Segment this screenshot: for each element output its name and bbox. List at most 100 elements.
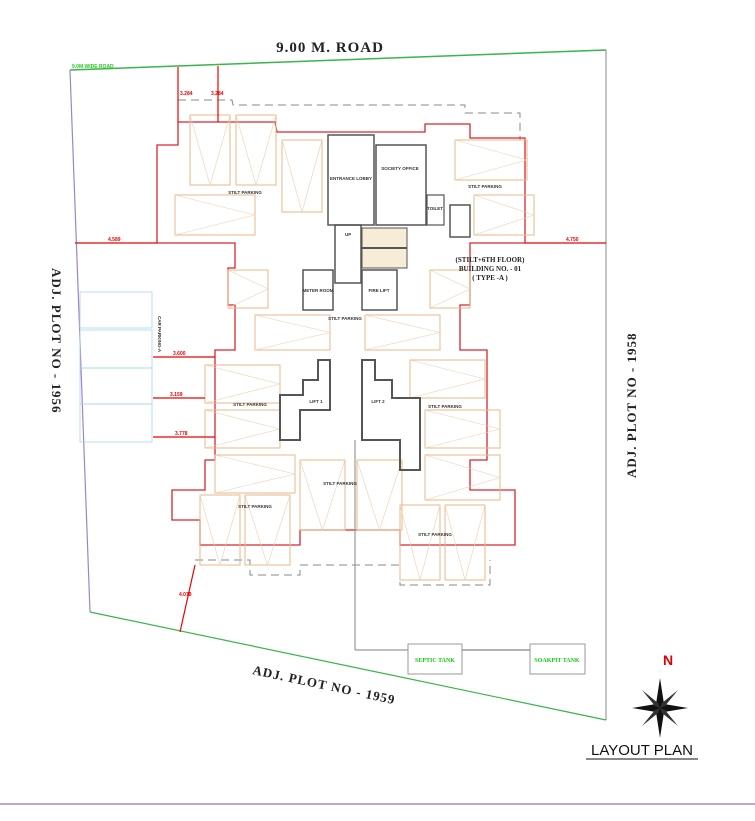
dim-side-1: 3.600 [173,351,186,357]
store [449,204,471,238]
car-bay [424,409,501,449]
car-bay-marking [204,409,281,449]
car-bay-marking [281,139,323,214]
car-bay [364,314,441,351]
car-bay [204,409,281,449]
car-bay-marking [174,194,256,236]
car-bay [281,139,323,213]
stilt-parking-label: STILT PARKING [328,316,362,321]
car-bay [199,494,241,566]
stilt-parking-label: STILT PARKING [418,532,452,537]
building-label-line1: (STILT+6TH FLOOR) [456,256,526,264]
stilt-parking-label: STILT PARKING [238,504,272,509]
car-bay-marking [254,314,331,351]
car-bay-marking [199,494,241,567]
toilet-label: TOILET [427,206,443,211]
society-office-label: SOCIETY OFFICE [381,166,418,171]
car-bay-marking [356,459,403,531]
car-parking-label: CAR PARKING-A [157,316,162,353]
dim-right: 4.750 [566,237,579,243]
car-bay-marking [299,459,346,531]
dim-top-b: 3.284 [211,91,224,97]
fire-lift [361,269,398,311]
car-bay [254,314,331,351]
meter-room-label: METER ROOM [303,288,334,293]
building-label-line2: BUILDING NO. - 01 [459,265,522,273]
plot-boundary-bottom [89,611,607,721]
stilt-parking-label: STILT PARKING [468,184,502,189]
car-bay [409,359,486,399]
car-bay [299,459,346,531]
soakpit-tank-label: SOAKPIT TANK [534,658,580,664]
car-bay-marking [473,194,535,236]
car-bay [399,504,441,581]
core-block [279,134,530,651]
adj-plot-left: ADJ. PLOT NO - 1956 [49,268,64,414]
stilt-parking-label: STILT PARKING [428,404,462,409]
car-bay-marking [189,114,231,187]
lift-1-shaft [279,359,331,441]
stilt-parking-label: STILT PARKING [228,190,262,195]
dim-side-2: 3.159 [170,392,183,398]
entrance-lobby-label: ENTRANCE LOBBY [330,176,372,181]
septic-tank [407,643,463,675]
car-bay-marking [244,494,291,566]
up-label: UP [345,232,351,237]
car-bay-marking [429,269,471,309]
car-bay-marking [409,359,486,399]
car-bay [189,114,231,186]
stilt-parking-label: STILT PARKING [233,402,267,407]
car-bay [174,194,256,236]
lift-1-label: LIFT 1 [309,399,323,404]
visitor-parking-boxes [79,291,153,443]
car-bay-marking [214,454,296,494]
car-parking-bays [174,114,535,582]
lift-2-shaft [361,359,421,471]
adj-plot-right: ADJ. PLOT NO - 1958 [624,332,639,478]
dim-side-3: 3.778 [175,431,188,437]
car-bay-marking [204,364,281,404]
car-bay-marking [444,504,486,582]
fire-lift-label: FIRE LIFT [369,288,390,293]
car-bay [227,269,269,309]
north-arrow-icon [632,678,688,738]
society-office [375,144,427,226]
adj-plot-bottom: ADJ. PLOT NO - 1959 [251,662,396,707]
car-bay [356,459,403,531]
car-bay [424,454,501,501]
building-label-line3: ( TYPE -A ) [472,274,508,282]
car-bay [204,364,281,404]
car-bay-marking [235,114,277,187]
setback-line-bottom [195,559,491,586]
toilet [426,194,445,226]
dimension-lines [75,66,606,633]
car-bay [429,269,471,309]
dim-top-a: 3.284 [180,91,193,97]
stilt-parking-label: STILT PARKING [323,481,357,486]
passage [334,224,362,284]
road-edge-line [69,49,607,71]
car-bay-marking [399,504,441,582]
north-label: N [663,652,673,668]
road-title: 9.00 M. ROAD [276,40,384,56]
car-bay [454,139,528,181]
road-tag: 9.0M WIDE ROAD [72,64,114,70]
dim-bottom: 4.078 [179,592,192,598]
car-bay [444,504,486,581]
car-bay [214,454,296,494]
car-bay-marking [227,269,269,309]
car-bay-marking [424,409,501,449]
building-outline [156,121,526,546]
soakpit-tank [529,643,586,675]
car-bay [235,114,277,186]
meter-room [302,269,334,311]
car-bay-marking [364,314,441,351]
layout-plan-caption: LAYOUT PLAN [591,742,693,759]
dim-left: 4.589 [108,237,121,243]
septic-tank-label: SEPTIC TANK [415,658,455,664]
setback-line-top [178,99,521,140]
lift-2-label: LIFT 2 [371,399,385,404]
car-bay-marking [424,454,502,501]
car-bay-marking [454,139,529,181]
